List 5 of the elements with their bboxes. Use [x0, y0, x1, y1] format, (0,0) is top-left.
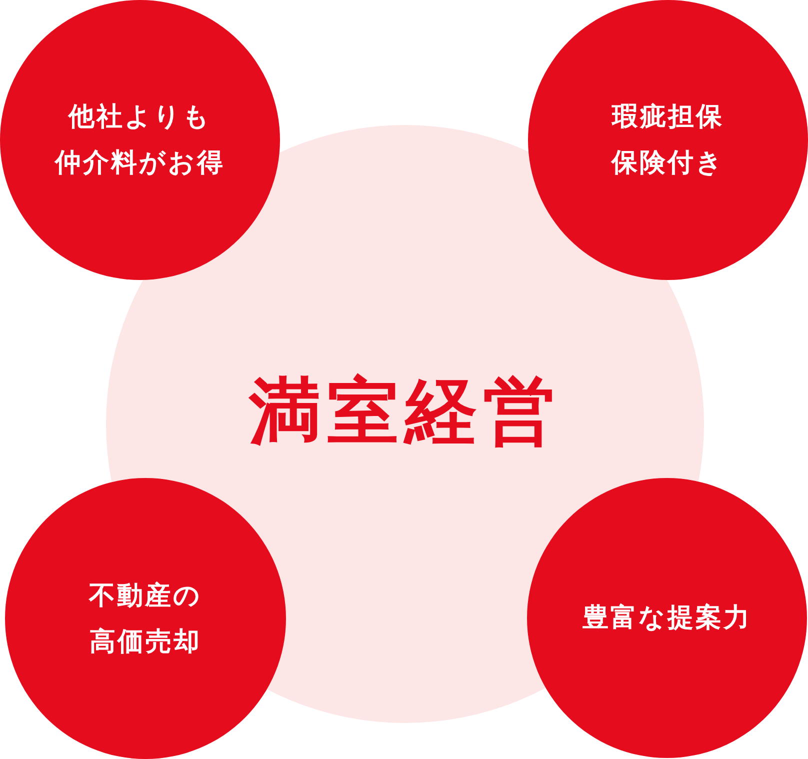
central-title: 満室経営 — [249, 368, 561, 454]
feature-label: 他社よりも仲介料がお得 — [55, 101, 225, 180]
feature-label: 不動産の高価売却 — [89, 580, 202, 658]
feature-label: 豊富な提案力 — [582, 602, 752, 635]
feature-label: 瑕疵担保保険付き — [612, 101, 724, 180]
